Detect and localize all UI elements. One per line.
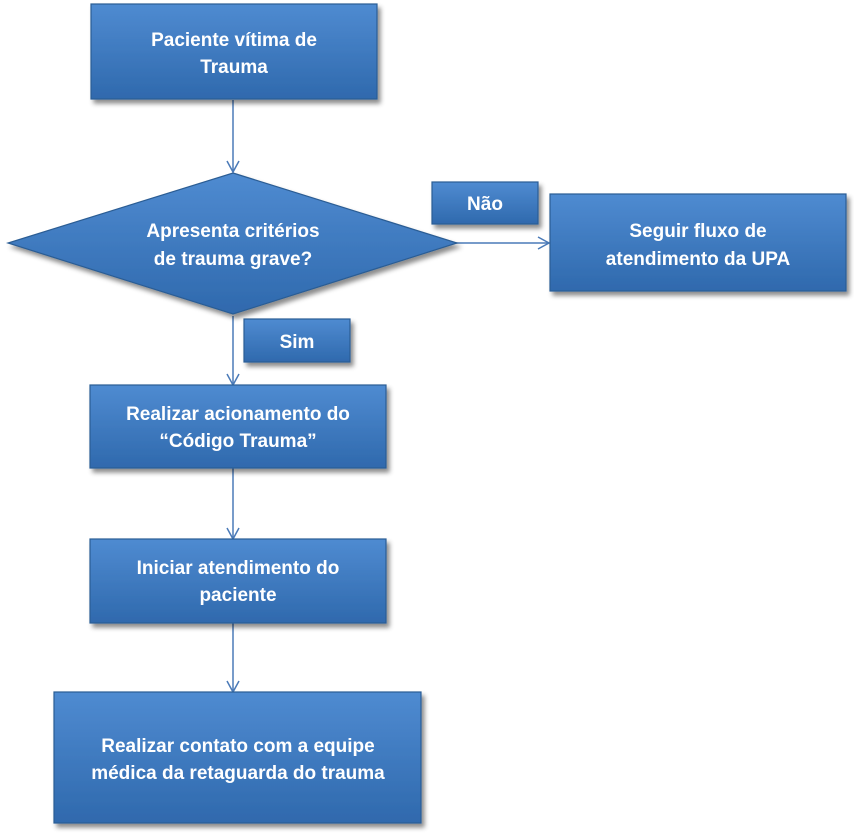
no-branch-node-line2: atendimento da UPA: [606, 249, 791, 270]
step1-node-line1: Realizar acionamento do: [126, 404, 350, 425]
start-node-line1: Paciente vítima de: [151, 30, 317, 51]
start-node-line2: Trauma: [200, 57, 268, 78]
no-label: Não: [431, 181, 539, 225]
step3-node: Realizar contato com a equipe médica da …: [53, 691, 422, 824]
yes-label-text: Sim: [280, 332, 315, 353]
step2-node-line1: Iniciar atendimento do: [137, 558, 340, 579]
step1-node: Realizar acionamento do “Código Trauma”: [89, 384, 387, 469]
decision-node-line1: Apresenta critérios: [146, 221, 319, 242]
decision-node: Apresenta critérios de trauma grave?: [5, 172, 459, 315]
step2-node-line2: paciente: [199, 585, 276, 606]
no-label-text: Não: [467, 194, 503, 215]
step3-node-line2: médica da retaguarda do trauma: [91, 763, 385, 784]
start-node: Paciente vítima de Trauma: [90, 3, 378, 100]
step1-node-line2: “Código Trauma”: [159, 431, 316, 452]
decision-node-line2: de trauma grave?: [154, 249, 312, 270]
step2-node: Iniciar atendimento do paciente: [89, 538, 387, 624]
no-branch-node: Seguir fluxo de atendimento da UPA: [549, 193, 847, 292]
yes-label: Sim: [243, 318, 351, 363]
step3-node-line1: Realizar contato com a equipe: [101, 736, 374, 757]
no-branch-node-line1: Seguir fluxo de: [629, 221, 766, 242]
